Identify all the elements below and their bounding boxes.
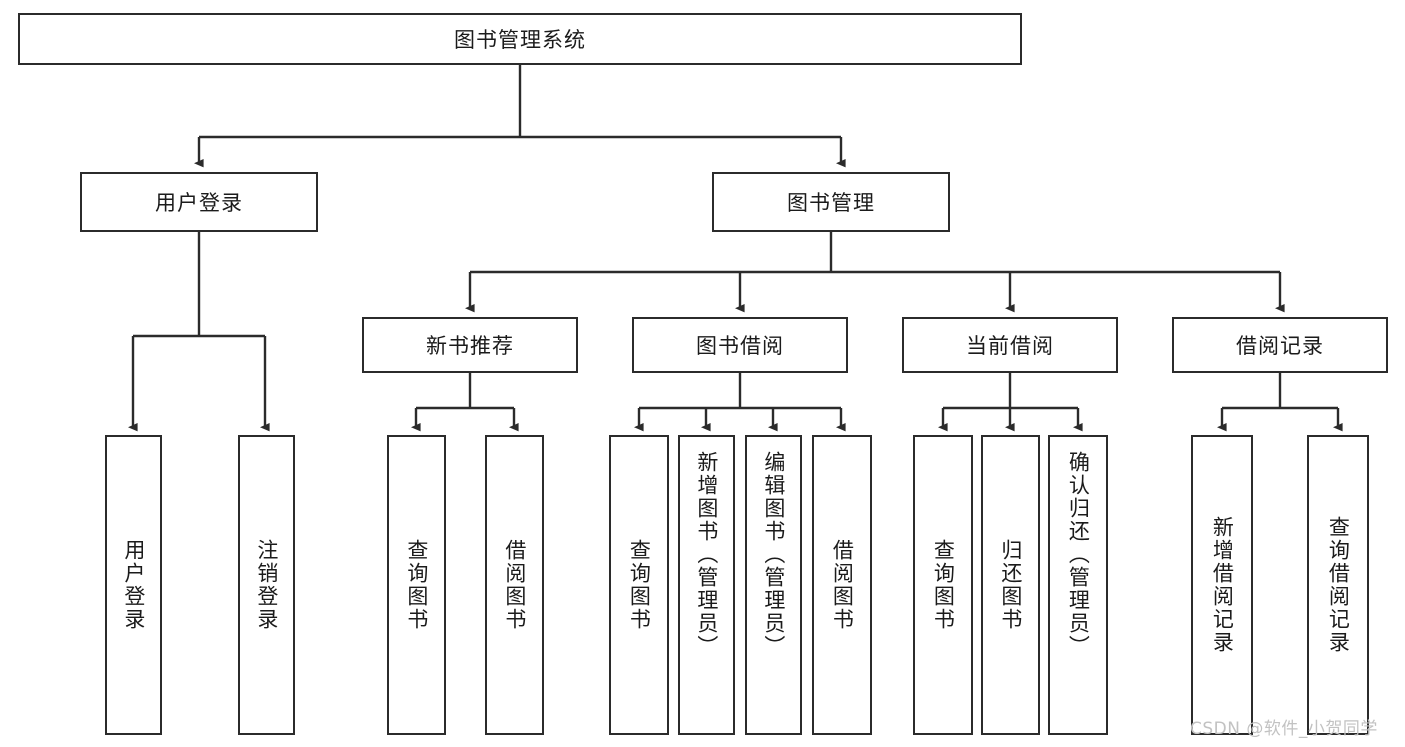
node-label: 借阅记录: [1236, 334, 1324, 358]
node-label: 编辑图书（管理员）: [761, 451, 786, 658]
node-label: 图书管理: [787, 191, 875, 215]
leaf-book-borrow-edit-book-admin[interactable]: 编辑图书（管理员）: [745, 435, 802, 735]
node-label: 查询图书: [404, 539, 429, 631]
node-label: 新增借阅记录: [1210, 516, 1235, 654]
node-label: 图书借阅: [696, 334, 784, 358]
node-label: 查询图书: [931, 539, 956, 631]
node-label: 当前借阅: [966, 334, 1054, 358]
node-label: 新增图书（管理员）: [694, 451, 719, 658]
node-user-login[interactable]: 用户登录: [80, 172, 318, 232]
node-label: 图书管理系统: [454, 28, 586, 52]
node-new-book-recommend[interactable]: 新书推荐: [362, 317, 578, 373]
leaf-book-borrow-query-book[interactable]: 查询图书: [609, 435, 669, 735]
node-book-management[interactable]: 图书管理: [712, 172, 950, 232]
node-label: 注销登录: [254, 539, 279, 631]
node-label: 查询图书: [627, 539, 652, 631]
leaf-new-book-borrow-book[interactable]: 借阅图书: [485, 435, 544, 735]
node-label: 确认归还（管理员）: [1066, 451, 1091, 658]
node-book-borrow[interactable]: 图书借阅: [632, 317, 848, 373]
node-current-borrow[interactable]: 当前借阅: [902, 317, 1118, 373]
leaf-borrow-record-add-record[interactable]: 新增借阅记录: [1191, 435, 1253, 735]
node-label: 新书推荐: [426, 334, 514, 358]
node-label: 借阅图书: [830, 539, 855, 631]
leaf-user-login-logout[interactable]: 注销登录: [238, 435, 295, 735]
leaf-current-borrow-return-book[interactable]: 归还图书: [981, 435, 1040, 735]
leaf-book-borrow-borrow-book[interactable]: 借阅图书: [812, 435, 872, 735]
leaf-book-borrow-add-book-admin[interactable]: 新增图书（管理员）: [678, 435, 735, 735]
node-label: 查询借阅记录: [1326, 516, 1351, 654]
node-borrow-record[interactable]: 借阅记录: [1172, 317, 1388, 373]
node-label: 用户登录: [155, 191, 243, 215]
node-label: 归还图书: [998, 539, 1023, 631]
csdn-watermark: CSDN @软件_小贺同学: [1190, 719, 1378, 739]
node-root-book-management-system[interactable]: 图书管理系统: [18, 13, 1022, 65]
leaf-current-borrow-confirm-return-admin[interactable]: 确认归还（管理员）: [1048, 435, 1108, 735]
leaf-new-book-query-book[interactable]: 查询图书: [387, 435, 446, 735]
leaf-user-login-login[interactable]: 用户登录: [105, 435, 162, 735]
leaf-current-borrow-query-book[interactable]: 查询图书: [913, 435, 973, 735]
node-label: 用户登录: [121, 539, 146, 631]
node-label: 借阅图书: [502, 539, 527, 631]
leaf-borrow-record-query-record[interactable]: 查询借阅记录: [1307, 435, 1369, 735]
